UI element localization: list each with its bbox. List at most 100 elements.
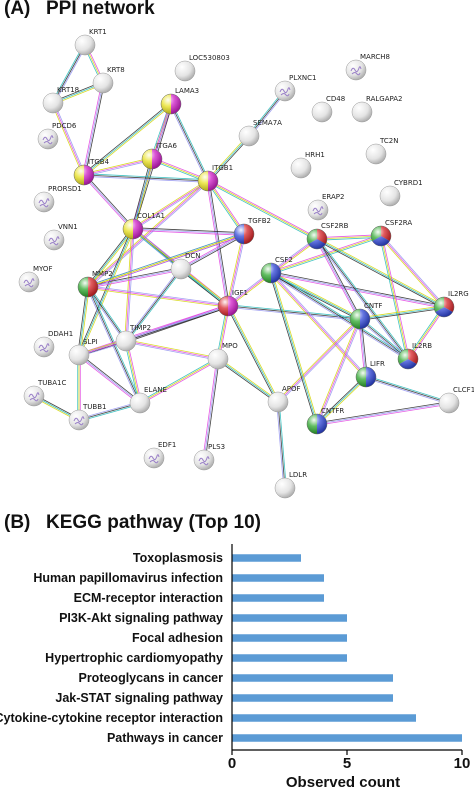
node-label: LIFR: [370, 360, 385, 368]
edge-SLPI-TUBB1: [77, 355, 81, 420]
edge-TGFB2-DCN: [180, 232, 245, 271]
edge-CSF2-IL2RB: [270, 271, 409, 361]
node-label: PRORSD1: [48, 185, 82, 193]
node-pdcd6[interactable]: PDCD6: [37, 122, 77, 150]
node-label: MPO: [222, 342, 238, 350]
node-csf2rb[interactable]: CSF2RB: [306, 222, 349, 250]
node-cntfr[interactable]: CNTFR: [306, 407, 344, 435]
node-label: EDF1: [158, 441, 176, 449]
node-label: PLXNC1: [289, 74, 317, 82]
edge-APOF-LDLR: [276, 401, 287, 489]
node-csf2ra[interactable]: CSF2RA: [370, 219, 412, 247]
node-igf1[interactable]: IGF1: [217, 289, 248, 317]
bar-9: [232, 734, 462, 742]
node-itga6[interactable]: ITGA6: [141, 142, 178, 170]
edge-CNTF-IL2RB: [358, 317, 410, 361]
node-sema7a[interactable]: SEMA7A: [238, 119, 282, 147]
node-cybrd1[interactable]: CYBRD1: [379, 179, 423, 207]
node-label: TIMP2: [129, 324, 151, 332]
node-march8[interactable]: MARCH8: [345, 53, 390, 81]
node-krt18[interactable]: KRT18: [42, 86, 79, 114]
node-label: CSF2RB: [321, 222, 349, 230]
node-timp2[interactable]: TIMP2: [115, 324, 151, 352]
node-erap2[interactable]: ERAP2: [307, 193, 344, 221]
category-label: Proteoglycans in cancer: [78, 671, 223, 685]
edge-MMP2-DCN: [87, 267, 182, 289]
node-label: CNTFR: [321, 407, 344, 415]
node-label: RALGAPA2: [366, 95, 403, 103]
edge-CSF2RB-IL2RB: [315, 237, 410, 361]
node-clcf1[interactable]: CLCF1: [438, 386, 474, 414]
x-tick-label: 5: [343, 755, 351, 772]
node-krt8[interactable]: KRT8: [92, 66, 125, 94]
node-csf2[interactable]: CSF2: [260, 256, 293, 284]
node-vnn1[interactable]: VNN1: [43, 223, 78, 251]
node-il2rb[interactable]: IL2RB: [397, 342, 432, 370]
edge-KRT18-ITGB4: [51, 102, 86, 176]
edge-TIMP2-ELANE: [124, 340, 142, 404]
x-axis-title: Observed count: [286, 774, 400, 790]
node-ralgapa2[interactable]: RALGAPA2: [351, 95, 403, 123]
node-apof[interactable]: APOF: [267, 385, 301, 413]
node-lifr[interactable]: LIFR: [355, 360, 385, 388]
node-label: TGFB2: [247, 217, 271, 225]
node-krt1[interactable]: KRT1: [74, 28, 107, 56]
node-ddah1[interactable]: DDAH1: [33, 330, 73, 358]
edge-CSF2RB-CSF2RA: [316, 234, 382, 241]
edge-MPO-ELANE: [139, 357, 219, 405]
node-label: COL1A1: [137, 212, 165, 220]
node-mpo[interactable]: MPO: [207, 342, 238, 370]
node-myof[interactable]: MYOF: [18, 265, 52, 293]
edge-MPO-TIMP2: [125, 339, 219, 361]
node-hrh1[interactable]: HRH1: [290, 151, 325, 179]
edge-MPO-APOF: [217, 357, 279, 404]
node-mmp2[interactable]: MMP2: [77, 270, 113, 298]
node-dcn[interactable]: DCN: [170, 252, 201, 280]
node-itgb1[interactable]: ITGB1: [197, 164, 233, 192]
node-label: ELANE: [144, 386, 167, 394]
edge-CSF2RB-IL2RG: [316, 237, 445, 309]
node-tubb1[interactable]: TUBB1: [68, 403, 106, 431]
node-loc530803[interactable]: LOC530803: [174, 54, 230, 82]
node-tgfb2[interactable]: TGFB2: [233, 217, 271, 245]
edge-ITGB1-TGFB2: [206, 180, 246, 235]
node-col1a1[interactable]: COL1A1: [122, 212, 165, 240]
node-plxnc1[interactable]: PLXNC1: [274, 74, 317, 102]
node-label: TUBA1C: [37, 379, 66, 387]
node-label: KRT8: [107, 66, 125, 74]
category-label: Cytokine-cytokine receptor interaction: [0, 711, 223, 725]
node-tc2n[interactable]: TC2N: [365, 137, 398, 165]
node-label: LDLR: [289, 471, 307, 479]
node-lama3[interactable]: LAMA3: [160, 87, 199, 115]
node-tuba1c[interactable]: TUBA1C: [23, 379, 66, 407]
category-label: Jak-STAT signaling pathway: [55, 691, 223, 705]
category-label: PI3K-Akt signaling pathway: [59, 611, 223, 625]
node-label: SEMA7A: [253, 119, 282, 127]
node-cntf[interactable]: CNTF: [349, 302, 382, 330]
node-label: ITGA6: [156, 142, 178, 150]
node-label: DCN: [185, 252, 201, 260]
node-edf1[interactable]: EDF1: [143, 441, 176, 469]
edge-TGFB2-IGF1: [226, 233, 246, 307]
edge-LIFR-CNTFR: [315, 375, 368, 426]
edge-ITGB1-COL1A1: [132, 179, 209, 231]
edge-ITGA6-ITGB4: [83, 157, 153, 177]
node-elane[interactable]: ELANE: [129, 386, 167, 414]
node-ldlr[interactable]: LDLR: [274, 471, 307, 499]
node-label: VNN1: [58, 223, 78, 231]
edge-DCN-TIMP2: [124, 267, 183, 343]
node-cd48[interactable]: CD48: [311, 95, 345, 123]
node-pls3[interactable]: PLS3: [193, 443, 225, 471]
network-edges: [33, 44, 450, 489]
node-slpi[interactable]: SLPI: [68, 338, 98, 366]
bar-0: [232, 554, 301, 562]
node-prorsd1[interactable]: PRORSD1: [33, 185, 82, 213]
panel-b-title: KEGG pathway (Top 10): [46, 512, 261, 533]
node-label: LAMA3: [175, 87, 199, 95]
node-itgb4[interactable]: ITGB4: [73, 158, 110, 186]
edge-ITGA6-COL1A1: [131, 158, 154, 230]
node-il2rg[interactable]: IL2RG: [433, 290, 469, 318]
